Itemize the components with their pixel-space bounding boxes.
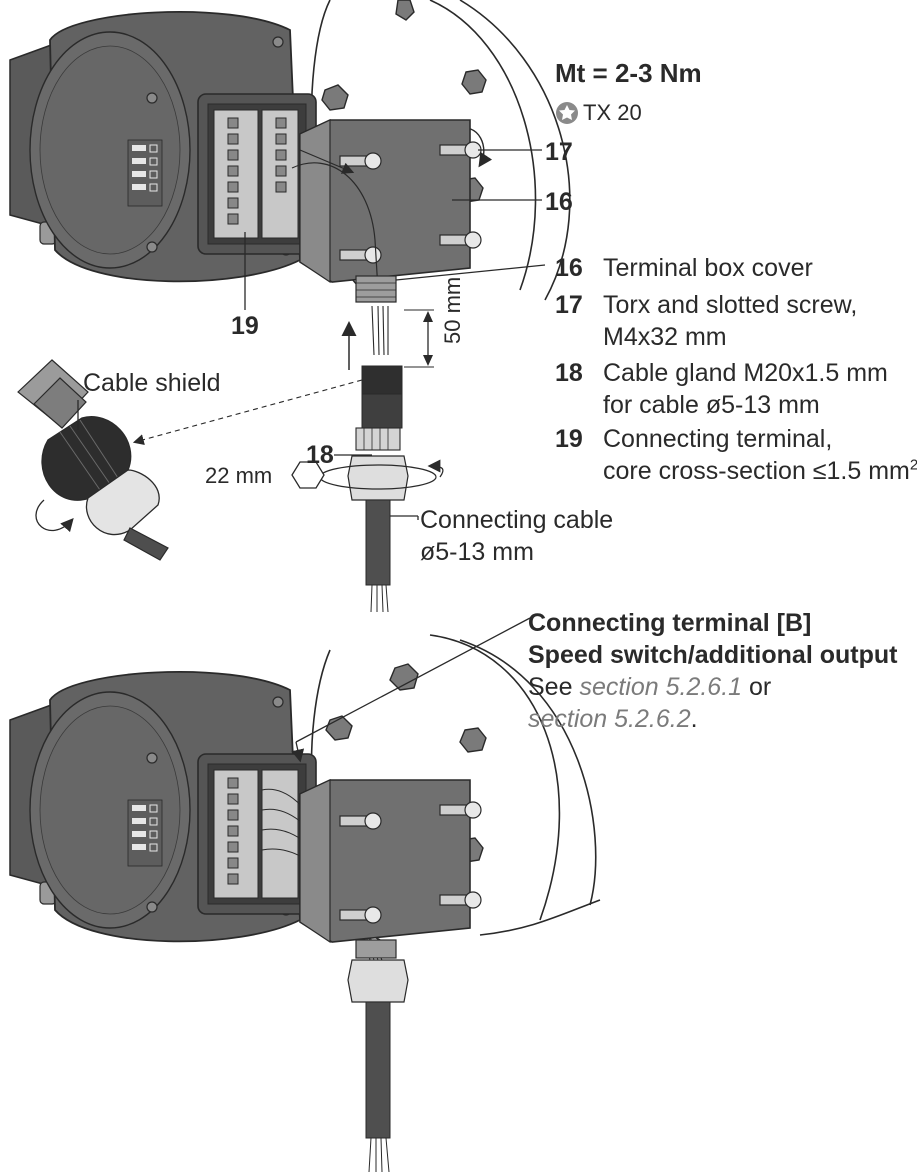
terminal-b-subtitle: Speed switch/additional output bbox=[528, 641, 898, 669]
cable-gland-body bbox=[347, 455, 409, 501]
gland-thread-top bbox=[355, 275, 397, 303]
legend-text-19-sup: 2 bbox=[909, 456, 917, 474]
terminal-box-cover-top bbox=[299, 119, 471, 284]
legend-text-18-line2: for cable ø5-13 mm bbox=[603, 391, 820, 419]
connecting-cable-size: ø5-13 mm bbox=[420, 538, 534, 566]
torx-star-icon bbox=[556, 102, 578, 124]
legend-text-17-line2: M4x32 mm bbox=[603, 323, 727, 351]
cable-shield-detail bbox=[17, 359, 169, 561]
connecting-cable-label: Connecting cable bbox=[420, 506, 614, 534]
legend-num-17: 17 bbox=[555, 291, 583, 319]
legend-num-16: 16 bbox=[555, 254, 583, 282]
legend-text-19-line1: Connecting terminal, bbox=[603, 425, 833, 453]
section-link-5-2-6-1[interactable]: section 5.2.6.1 bbox=[579, 673, 743, 701]
status-led-panel-top bbox=[127, 139, 163, 207]
see-or: or bbox=[742, 673, 772, 701]
section-link-5-2-6-2[interactable]: section 5.2.6.2 bbox=[528, 705, 691, 733]
torx-tool-row: TX 20 bbox=[555, 100, 642, 126]
legend-num-19: 19 bbox=[555, 425, 583, 453]
cable-shield-sleeve bbox=[361, 365, 403, 395]
legend-text-16: Terminal box cover bbox=[603, 254, 813, 282]
bottom-assembly bbox=[9, 617, 601, 1173]
legend-num-18: 18 bbox=[555, 359, 583, 387]
terminal-b-see-line1: See section 5.2.6.1 or bbox=[528, 672, 771, 702]
see-suffix: . bbox=[690, 705, 698, 733]
legend-text-17-line1: Torx and slotted screw, bbox=[603, 291, 858, 319]
dimension-50mm: 50 mm bbox=[440, 276, 465, 344]
legend-text-18-line1: Cable gland M20x1.5 mm bbox=[603, 359, 888, 387]
terminal-block-top bbox=[213, 109, 299, 239]
legend-text-19-line2: core cross-section ≤1.5 mm2 bbox=[603, 456, 917, 486]
torque-label: Mt = 2-3 Nm bbox=[555, 58, 702, 88]
cable-gland-assembly bbox=[132, 305, 444, 613]
terminal-b-see-line2: section 5.2.6.2. bbox=[528, 704, 698, 734]
top-assembly bbox=[9, 0, 571, 310]
callout-16: 16 bbox=[545, 188, 573, 216]
cable-shield-label: Cable shield bbox=[83, 369, 221, 397]
callout-17: 17 bbox=[545, 138, 573, 166]
terminal-b-title: Connecting terminal [B] bbox=[528, 609, 812, 637]
cover-screws-top bbox=[339, 141, 482, 264]
callout-18: 18 bbox=[306, 441, 334, 469]
hex-size-label: 22 mm bbox=[205, 463, 273, 488]
torx-size-label: TX 20 bbox=[583, 100, 642, 125]
see-prefix: See bbox=[528, 673, 580, 701]
hex-wrench-icon bbox=[291, 461, 325, 489]
callout-19: 19 bbox=[231, 312, 259, 340]
legend-text-19-value: core cross-section ≤1.5 mm bbox=[603, 457, 910, 485]
status-led-panel-bottom bbox=[127, 799, 163, 867]
terminal-block-bottom bbox=[213, 769, 299, 899]
